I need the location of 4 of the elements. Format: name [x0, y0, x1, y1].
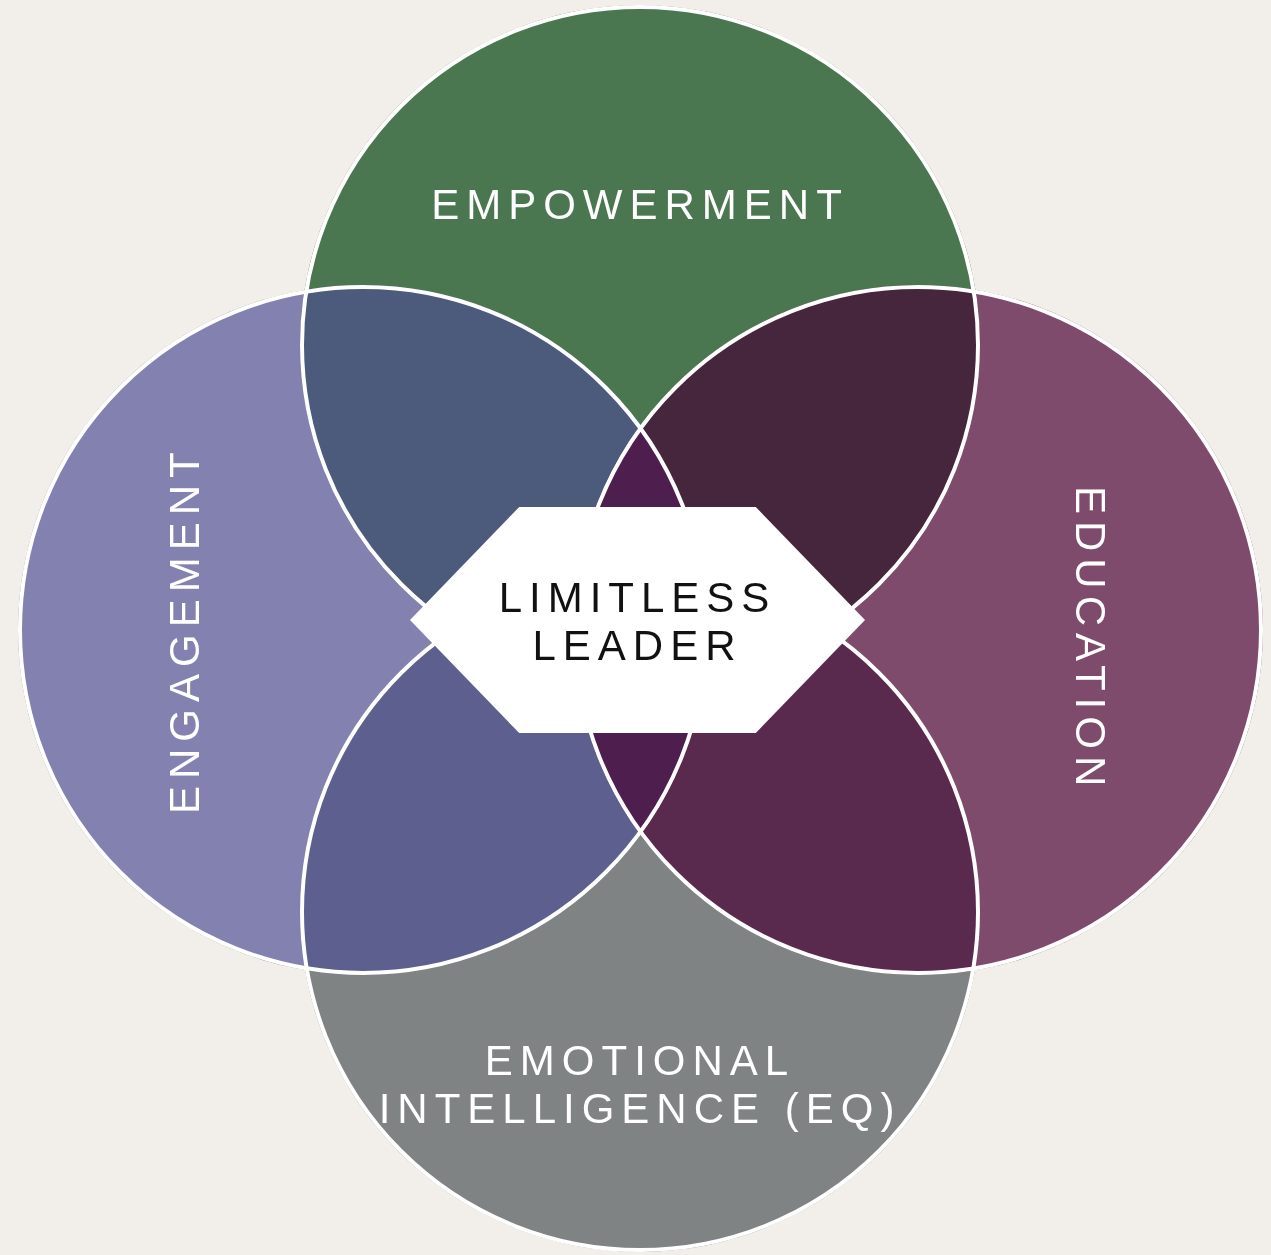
- circle-label: EMPOWERMENT: [340, 170, 940, 240]
- circle-label: EMOTIONAL INTELLIGENCE (EQ): [330, 1030, 950, 1140]
- circle-label: ENGAGEMENT: [150, 430, 220, 830]
- circle-label: EDUCATION: [1055, 440, 1125, 840]
